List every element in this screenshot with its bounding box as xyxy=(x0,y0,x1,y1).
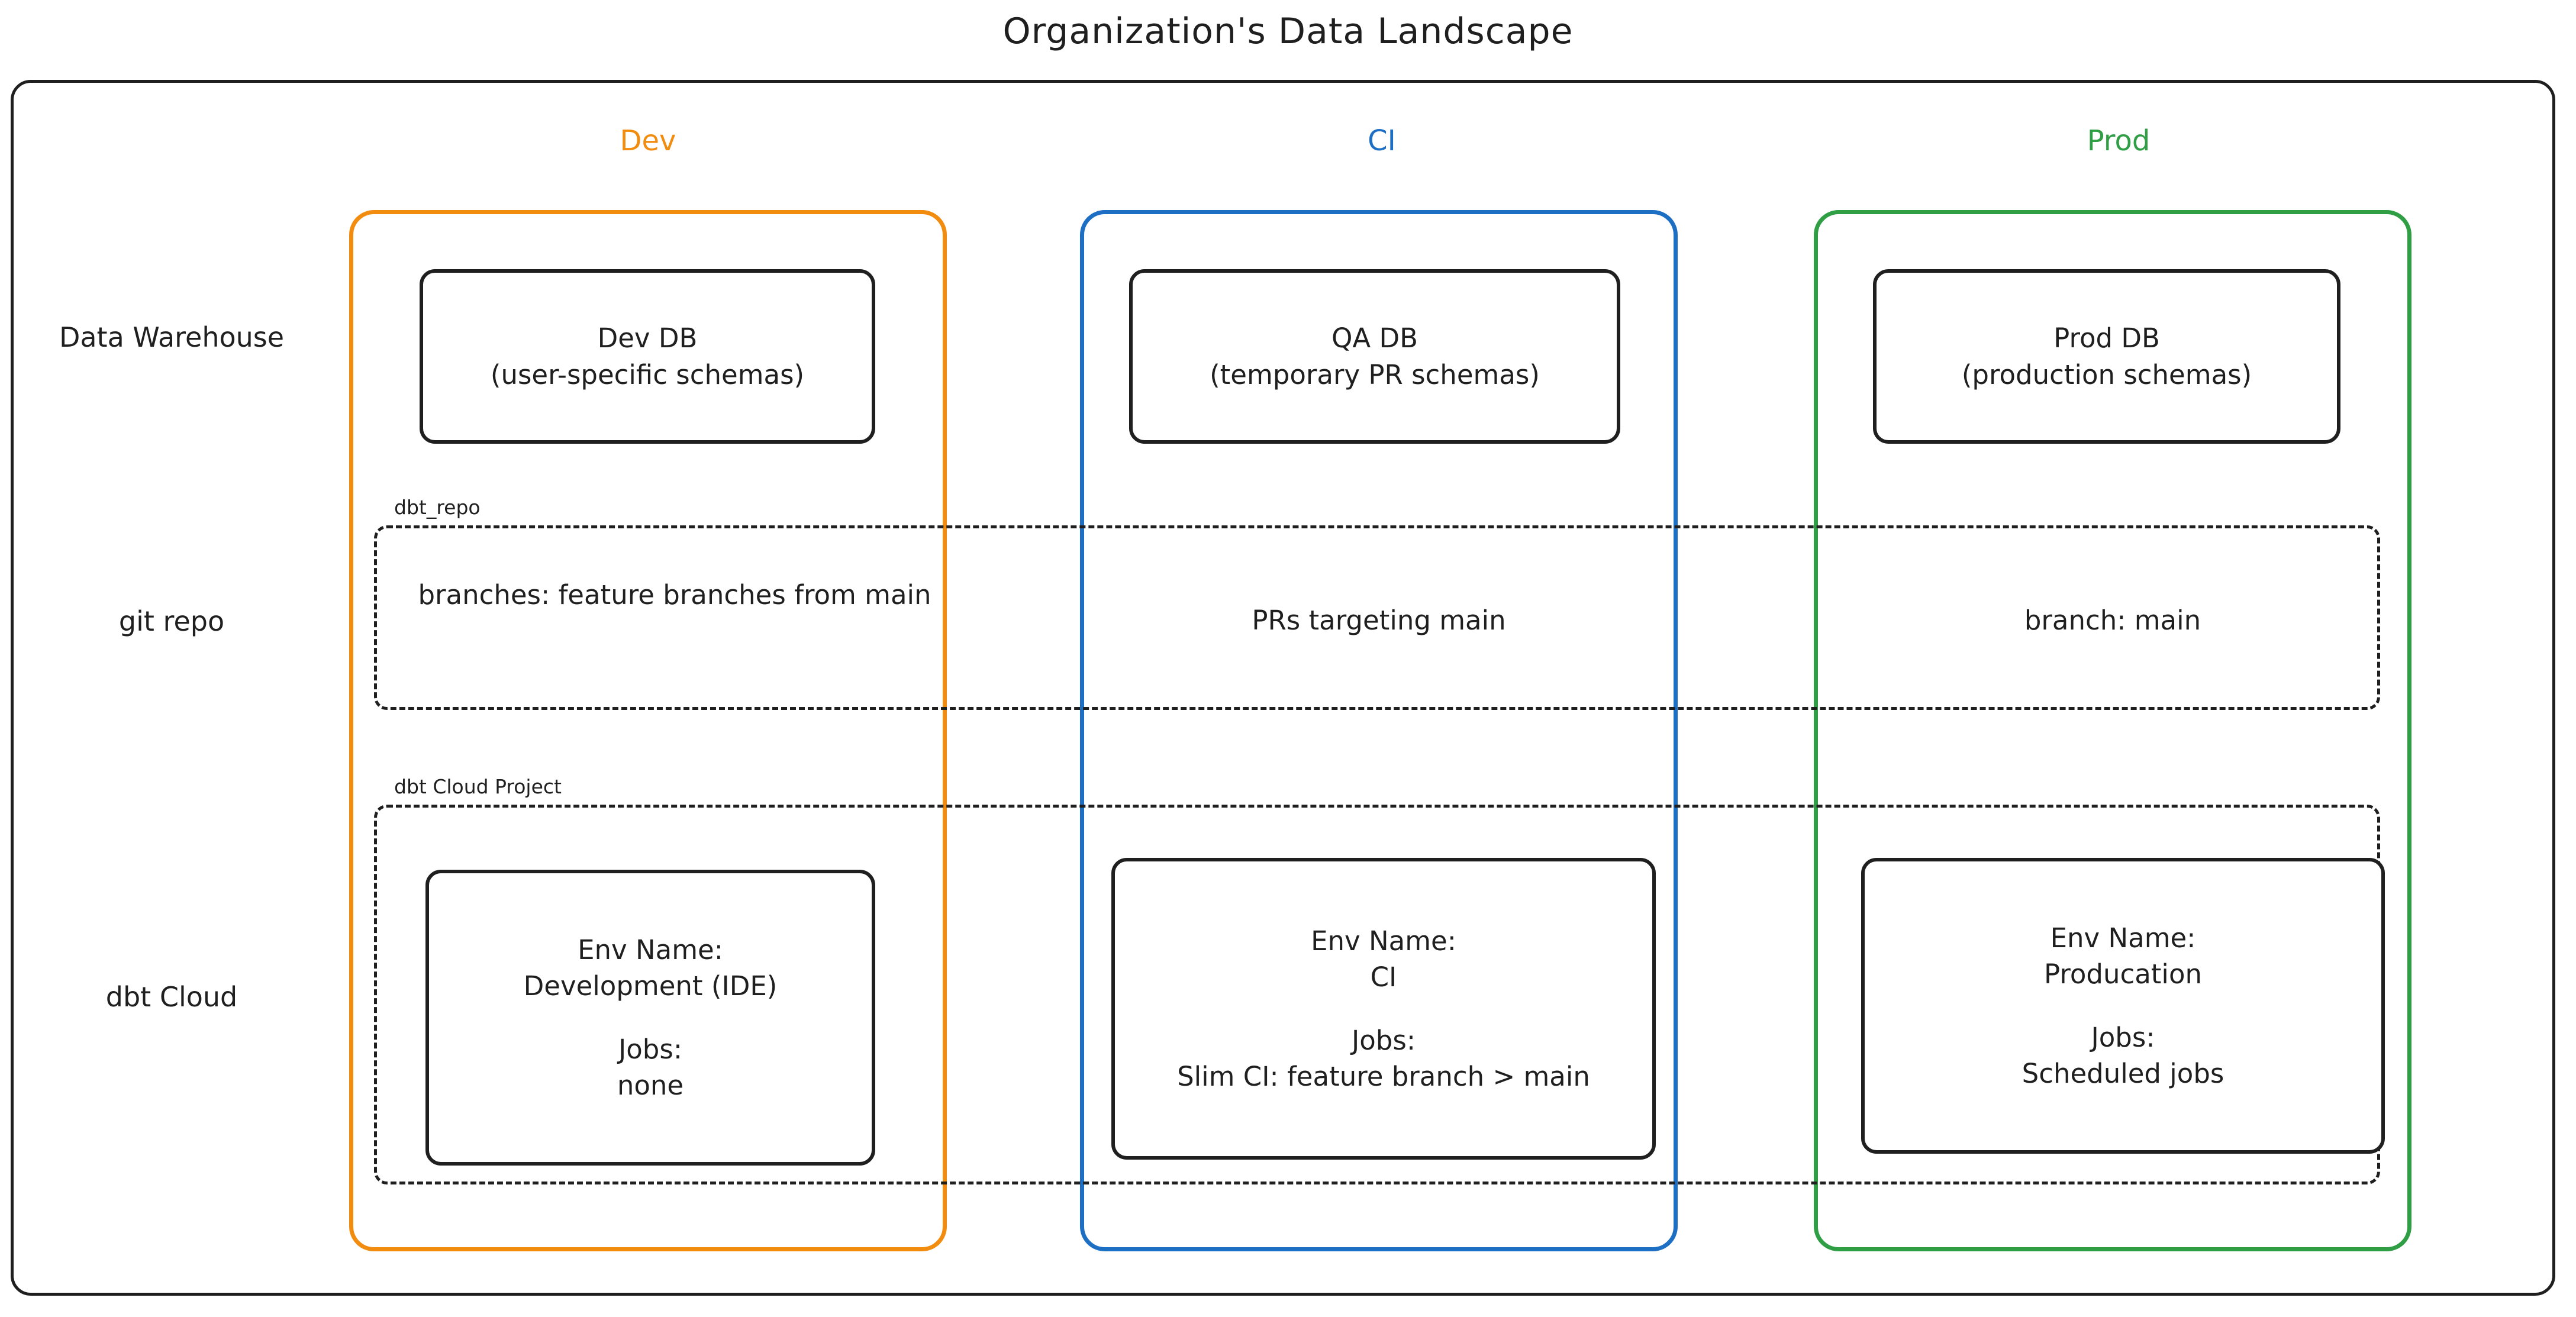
git-repo-ci-line1: PRs targeting main xyxy=(1252,605,1506,636)
dev-env-value: Development (IDE) xyxy=(523,970,778,1002)
row-label-git-repo: git repo xyxy=(118,605,225,637)
card-dbt-cloud-prod: Env Name: Producation Jobs: Scheduled jo… xyxy=(1861,858,2385,1154)
git-repo-dev-line1: branches: xyxy=(418,579,550,611)
card-dbt-cloud-dev: Env Name: Development (IDE) Jobs: none xyxy=(425,870,875,1166)
lane-dbt-repo xyxy=(374,525,2380,710)
qa-db-subtitle: (temporary PR schemas) xyxy=(1210,359,1540,390)
ci-jobs-label: Jobs: xyxy=(1352,1025,1416,1056)
git-repo-cell-prod: branch: main xyxy=(1814,602,2411,638)
prod-jobs-label: Jobs: xyxy=(2091,1022,2155,1053)
diagram-outer-frame xyxy=(11,80,2555,1296)
ci-env-label: Env Name: xyxy=(1311,925,1456,957)
lane-label-dbt-repo: dbt_repo xyxy=(394,496,481,519)
card-prod-db: Prod DB (production schemas) xyxy=(1873,269,2340,444)
dev-jobs-label: Jobs: xyxy=(618,1034,682,1065)
row-label-line1: Data xyxy=(59,321,124,353)
prod-db-subtitle: (production schemas) xyxy=(1961,359,2252,390)
dev-db-title: Dev DB xyxy=(597,322,698,354)
prod-jobs-value: Scheduled jobs xyxy=(2022,1058,2224,1090)
ci-jobs-value: Slim CI: feature branch > main xyxy=(1177,1061,1590,1093)
git-repo-cell-ci: PRs targeting main xyxy=(1080,602,1678,638)
git-repo-prod-line1: branch: main xyxy=(2024,605,2201,636)
env-column-dev xyxy=(349,210,947,1251)
git-repo-cell-dev: branches: feature branches from main xyxy=(379,577,971,613)
lane-label-dbt-cloud-project: dbt Cloud Project xyxy=(394,775,562,798)
ci-env-value: CI xyxy=(1370,961,1397,993)
column-header-prod: Prod xyxy=(2087,124,2151,157)
row-label-data-warehouse: Data Warehouse xyxy=(33,319,311,356)
card-dev-db: Dev DB (user-specific schemas) xyxy=(420,269,875,444)
prod-env-label: Env Name: xyxy=(2050,922,2196,954)
env-column-prod xyxy=(1814,210,2411,1251)
column-header-dev: Dev xyxy=(620,124,676,157)
dev-env-label: Env Name: xyxy=(578,934,723,966)
prod-db-title: Prod DB xyxy=(2053,322,2160,354)
row-label-dbt-cloud: dbt Cloud xyxy=(105,981,238,1013)
prod-env-value: Producation xyxy=(2044,958,2202,990)
git-repo-dev-line2: feature branches from main xyxy=(558,579,931,611)
dev-jobs-value: none xyxy=(617,1070,684,1102)
dev-db-subtitle: (user-specific schemas) xyxy=(490,359,805,390)
qa-db-title: QA DB xyxy=(1331,322,1418,354)
card-dbt-cloud-ci: Env Name: CI Jobs: Slim CI: feature bran… xyxy=(1111,858,1656,1160)
env-column-ci xyxy=(1080,210,1678,1251)
page-title: Organization's Data Landscape xyxy=(1002,11,1574,52)
card-qa-db: QA DB (temporary PR schemas) xyxy=(1129,269,1620,444)
column-header-ci: CI xyxy=(1368,124,1396,157)
row-label-line2: Warehouse xyxy=(133,321,285,353)
